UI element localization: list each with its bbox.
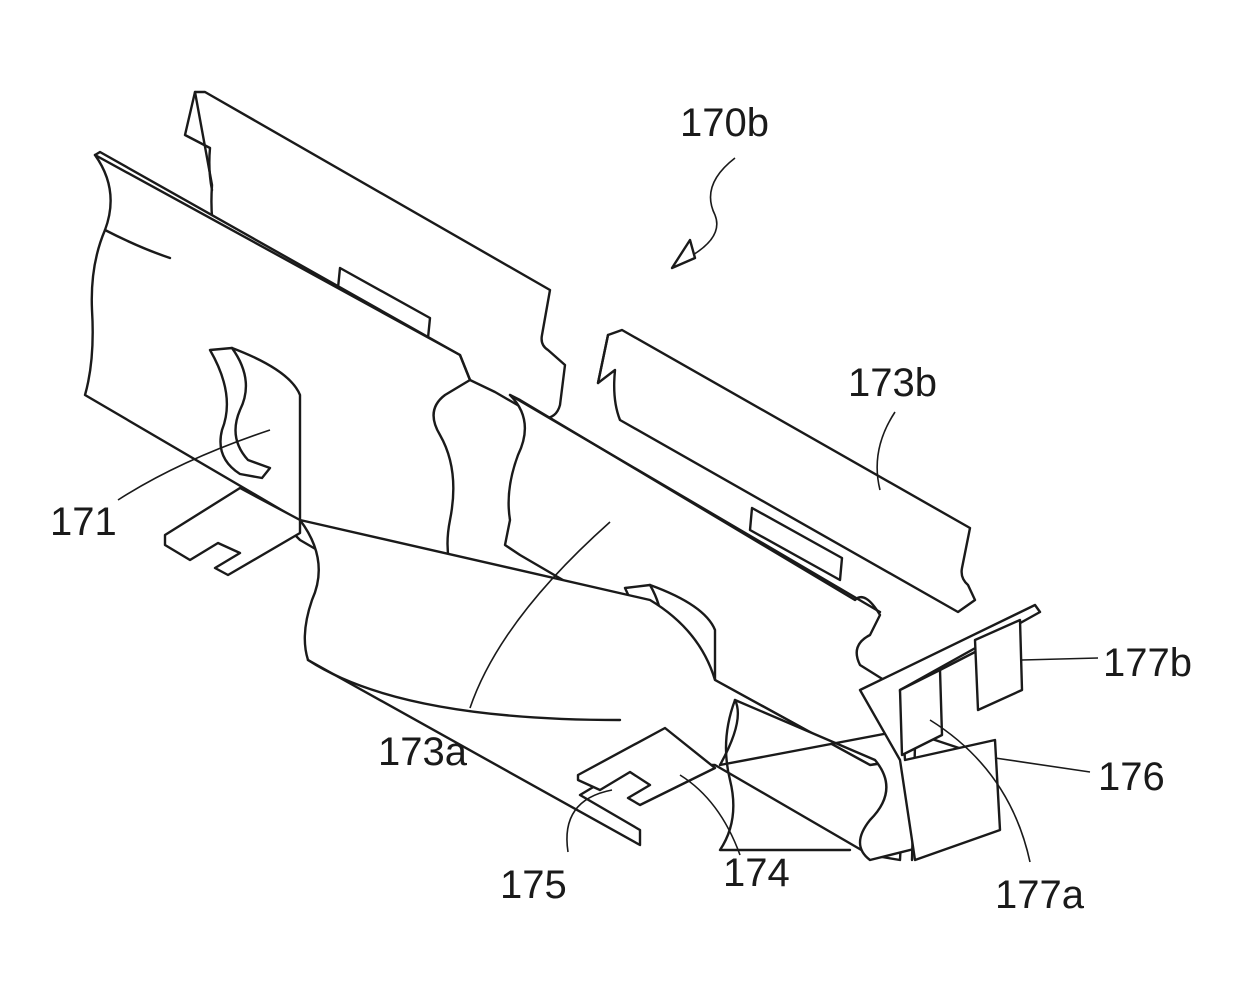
label-177b: 177b bbox=[1103, 641, 1192, 685]
label-173b: 173b bbox=[848, 361, 937, 405]
label-176: 176 bbox=[1098, 755, 1165, 799]
label-175: 175 bbox=[500, 863, 567, 907]
label-173a: 173a bbox=[378, 730, 468, 774]
label-177a: 177a bbox=[995, 873, 1085, 917]
label-174: 174 bbox=[723, 851, 790, 895]
leader-177b bbox=[1022, 658, 1098, 660]
label-171: 171 bbox=[50, 500, 117, 544]
arrow-head bbox=[672, 240, 695, 268]
label-170b: 170b bbox=[680, 101, 769, 145]
leader-176 bbox=[995, 758, 1090, 772]
